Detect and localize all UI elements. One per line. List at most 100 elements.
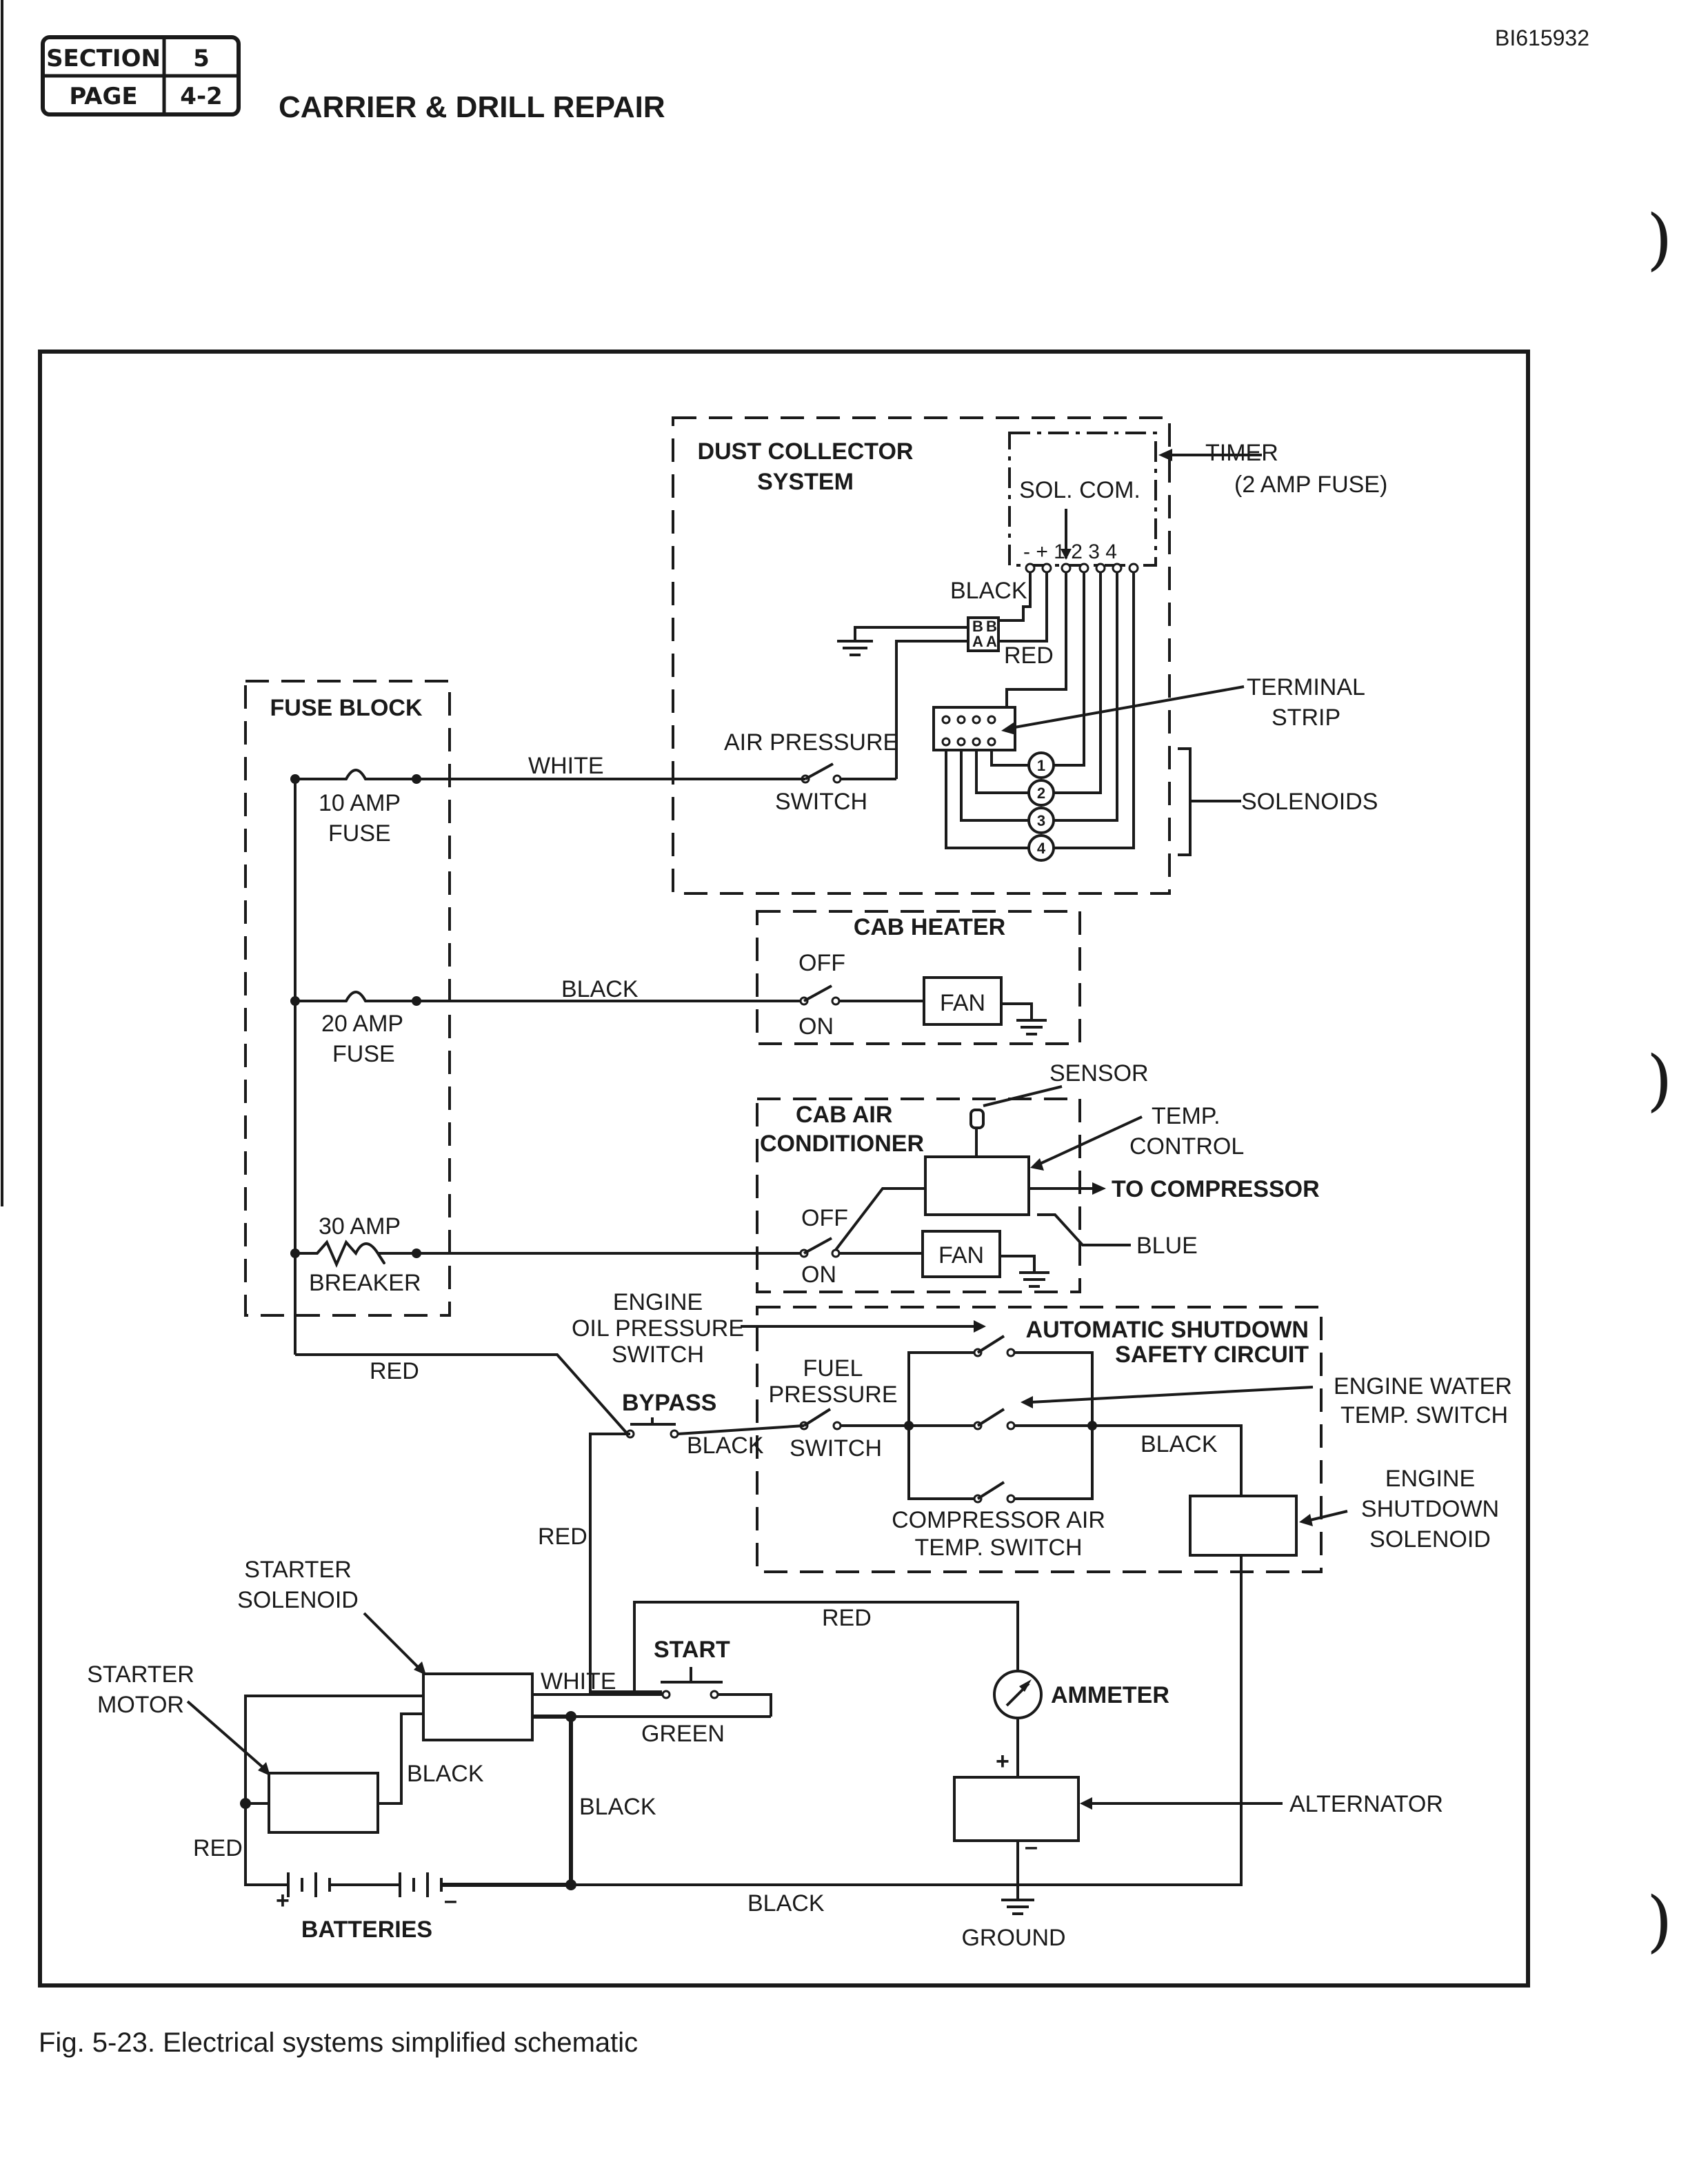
section-label: SECTION: [46, 45, 161, 72]
starter-motor-label: MOTOR: [97, 1692, 184, 1718]
solenoid-2: 2: [1027, 779, 1055, 807]
starter-solenoid-label: SOLENOID: [237, 1587, 359, 1613]
temp-control-label: TEMP.: [1152, 1103, 1220, 1129]
oil-pressure-switch-label: SWITCH: [612, 1342, 704, 1368]
black-bypass-label: BLACK: [687, 1433, 764, 1459]
black-motor-wire-label: BLACK: [407, 1761, 484, 1787]
cab-ac-title: CONDITIONER: [760, 1131, 924, 1157]
heater-off-label: OFF: [798, 950, 845, 976]
green-wire-label: GREEN: [641, 1721, 725, 1747]
alternator: [953, 1776, 1080, 1842]
page-title: CARRIER & DRILL REPAIR: [279, 90, 665, 124]
start-button[interactable]: START: [654, 1637, 730, 1699]
breaker-30-amp-label: BREAKER: [309, 1270, 421, 1296]
battery-minus: –: [444, 1888, 457, 1914]
heater-fan: [923, 976, 1003, 1026]
shutdown-title: AUTOMATIC SHUTDOWN: [1026, 1317, 1309, 1343]
fuse-10-amp: [295, 769, 416, 780]
solenoid-number: 1: [1037, 757, 1045, 774]
shutdown-solenoid-label: ENGINE: [1385, 1466, 1475, 1492]
fuse-block: FUSE BLOCK 10 AMP FUSE 20 AMP FUSE 30 AM…: [244, 680, 451, 1355]
ammeter-label: AMMETER: [1051, 1682, 1169, 1708]
dust-collector-boundary: [672, 416, 1171, 895]
shutdown-solenoid-label: SOLENOID: [1369, 1526, 1491, 1553]
starter-solenoid: [422, 1672, 534, 1741]
fuel-pressure-switch-label: SWITCH: [790, 1435, 882, 1462]
starter-solenoid-label: STARTER: [244, 1557, 352, 1583]
ground-icon: [1019, 1271, 1049, 1288]
shutdown-title: SAFETY CIRCUIT: [1115, 1342, 1309, 1368]
batteries-label: BATTERIES: [301, 1917, 432, 1943]
red-top-wire-label: RED: [822, 1605, 872, 1631]
figure-caption: Fig. 5-23. Electrical systems simplified…: [39, 2028, 638, 2058]
cab-ac-title: CAB AIR: [796, 1102, 892, 1128]
cab-heater-title: CAB HEATER: [854, 914, 1005, 940]
starter-motor-label: STARTER: [87, 1661, 194, 1688]
shutdown-boundary: [756, 1306, 1323, 1573]
fuse-10-amp-label: 10 AMP: [319, 790, 401, 816]
red-wire: [295, 1353, 629, 1435]
solenoid-number: 2: [1037, 785, 1045, 802]
alternator-plus: +: [996, 1748, 1009, 1775]
connector-pin: B: [972, 618, 983, 635]
diagram-frame: [38, 350, 1530, 1988]
solenoid-1: 1: [1027, 751, 1055, 779]
timer-connector: [967, 616, 1000, 652]
red-battery-wire-label: RED: [193, 1835, 243, 1861]
bypass-switch[interactable]: BYPASS: [622, 1390, 716, 1439]
margin-mark: ): [1647, 201, 1672, 278]
dust-collector-system: DUST COLLECTOR SYSTEM SOL. COM. - + 1 2 …: [672, 416, 1387, 895]
red-lead-label: RED: [1004, 643, 1054, 669]
alternator-label: ALTERNATOR: [1289, 1791, 1443, 1817]
page-number: 4-2: [180, 83, 222, 110]
black-wire-label: BLACK: [561, 976, 639, 1002]
automatic-shutdown-safety-circuit: AUTOMATIC SHUTDOWN SAFETY CIRCUIT ENGINE…: [572, 1289, 1512, 1881]
connector-pin: B: [986, 618, 997, 635]
engine-shutdown-solenoid: [1189, 1495, 1298, 1557]
fuse-block-title: FUSE BLOCK: [270, 695, 423, 721]
black-lead-label: BLACK: [950, 578, 1027, 604]
solenoid-3: 3: [1027, 807, 1055, 834]
batteries: [287, 1872, 443, 1897]
ac-off-label: OFF: [801, 1205, 848, 1231]
white-wire-label: WHITE: [528, 753, 604, 779]
cab-ac-boundary: [756, 1098, 1081, 1293]
fuse-20-amp: [295, 991, 416, 1002]
terminal-strip-label: STRIP: [1272, 705, 1340, 731]
timer-label: TIMER: [1205, 440, 1278, 466]
black-vertical-wire-label: BLACK: [579, 1794, 656, 1820]
red-bypass-wire: [589, 1433, 662, 1693]
margin-mark: ): [1647, 1042, 1672, 1119]
ac-fan-label: FAN: [938, 1242, 984, 1268]
cab-heater-boundary: [756, 910, 1081, 1045]
water-temp-switch-label: ENGINE WATER: [1334, 1373, 1512, 1399]
ground-icon: [1001, 1899, 1034, 1915]
cab-heater: CAB HEATER OFF ON FAN: [756, 910, 1081, 1045]
red-wire-label: RED: [370, 1358, 419, 1384]
sensor-icon: [969, 1109, 985, 1129]
blue-wire-label: BLUE: [1136, 1233, 1198, 1259]
ac-on-label: ON: [801, 1262, 836, 1288]
starting-circuit: STARTER SOLENOID STARTER MOTOR RED BLACK…: [87, 1557, 1443, 1951]
oil-pressure-switch-label: ENGINE: [613, 1289, 703, 1315]
black-bottom-wire-label: BLACK: [747, 1890, 825, 1917]
fuse-20-amp-label: 20 AMP: [321, 1011, 403, 1037]
to-compressor-label: TO COMPRESSOR: [1112, 1176, 1320, 1202]
connector-pin: A: [986, 633, 997, 650]
timer-fuse-label: (2 AMP FUSE): [1234, 472, 1387, 498]
terminal-strip-label: TERMINAL: [1247, 674, 1365, 700]
starter-motor: [268, 1772, 379, 1834]
fuel-pressure-switch-label: PRESSURE: [768, 1382, 897, 1408]
oil-pressure-switch-label: OIL PRESSURE: [572, 1315, 744, 1342]
terminal-strip-screws: [941, 715, 996, 747]
dust-collector-title: DUST COLLECTOR: [698, 438, 914, 465]
timer-terminal-posts: [1025, 563, 1139, 574]
sensor-label: SENSOR: [1049, 1060, 1149, 1086]
temp-control-unit: [924, 1155, 1030, 1216]
heater-on-label: ON: [798, 1013, 834, 1040]
ground-icon: [837, 640, 873, 656]
connector-pin: A: [972, 633, 983, 650]
alternator-minus: –: [1025, 1834, 1038, 1860]
white-start-wire-label: WHITE: [541, 1668, 616, 1695]
